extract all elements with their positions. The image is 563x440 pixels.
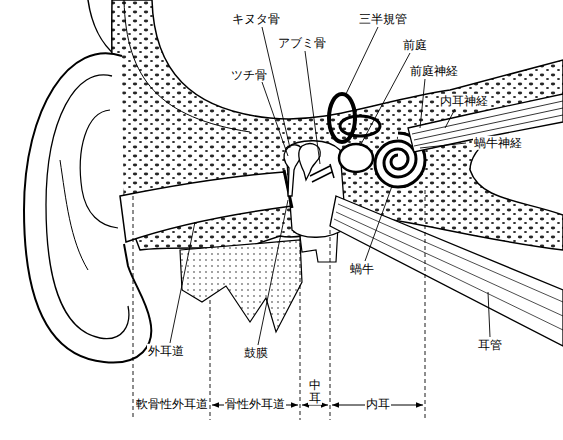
vestibule <box>339 144 373 172</box>
part-label: 蝸牛 <box>349 262 375 276</box>
region-separators <box>133 190 425 420</box>
part-label: 前庭 <box>402 38 428 52</box>
part-label: 三半規管 <box>358 12 408 26</box>
helix <box>46 75 129 339</box>
antihelix <box>60 160 88 270</box>
part-label: 鼓膜 <box>243 346 269 360</box>
part-label: 骨性外耳道 <box>224 398 286 412</box>
stapes <box>310 164 334 182</box>
part-label: 蝸牛神経 <box>473 136 523 150</box>
part-label: 外耳道 <box>147 344 185 358</box>
leader-lines <box>170 27 490 345</box>
part-label: キヌタ骨 <box>231 12 281 26</box>
nerve-bundle <box>408 94 563 152</box>
eustachian-tube <box>330 196 563 346</box>
vertical-label: 中耳 <box>308 379 322 405</box>
ear-canal <box>120 172 292 242</box>
mastoid-process <box>180 240 302 332</box>
part-label: アブミ骨 <box>277 36 327 50</box>
part-label: 内耳神経 <box>439 94 489 108</box>
part-label: 前庭神経 <box>409 64 459 78</box>
tube-fibres <box>334 204 563 330</box>
part-label: ツチ骨 <box>230 68 268 82</box>
mastoid-texture <box>180 240 302 332</box>
concha <box>80 110 118 228</box>
part-label: 内耳 <box>365 398 391 412</box>
incus <box>299 144 320 180</box>
part-label: 耳管 <box>477 338 503 352</box>
semicircular-canal <box>340 116 380 136</box>
part-label: 軟骨性外耳道 <box>135 398 209 412</box>
